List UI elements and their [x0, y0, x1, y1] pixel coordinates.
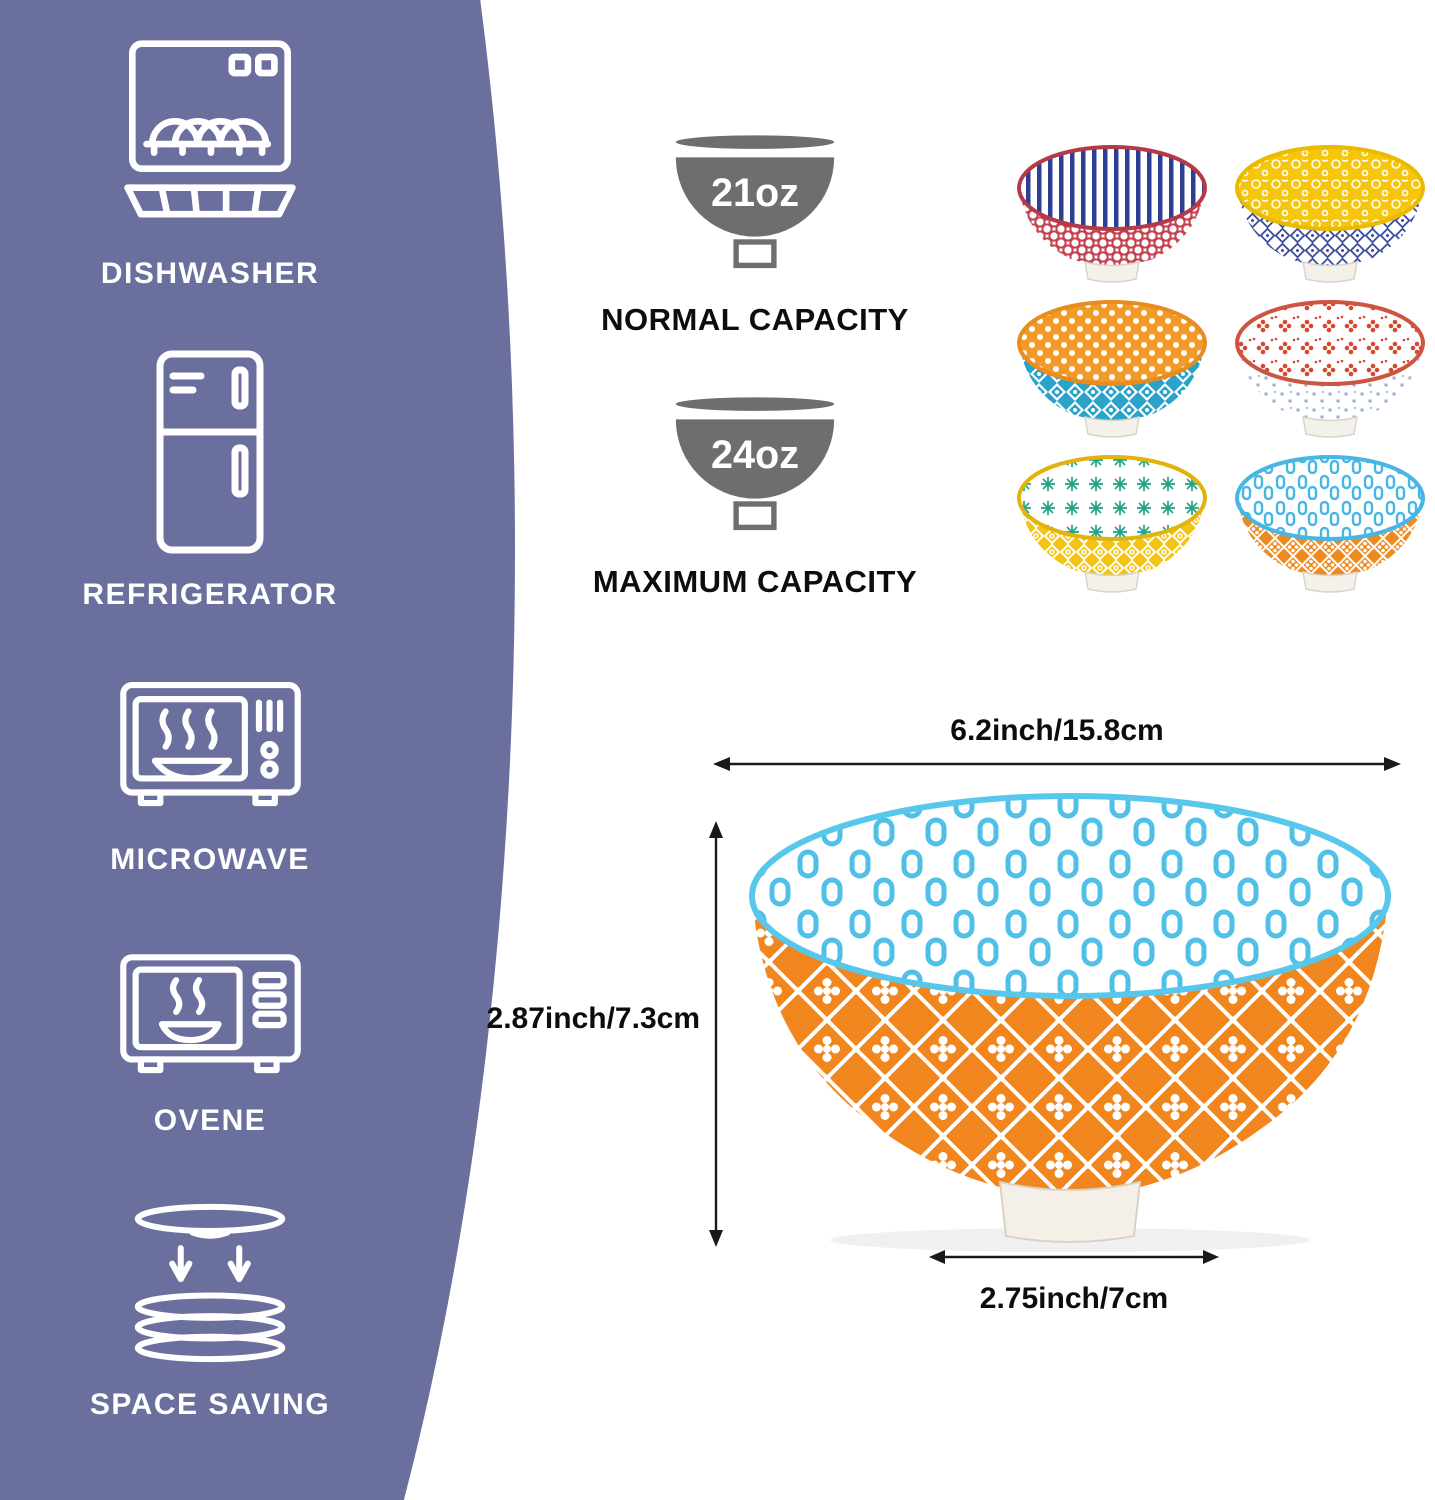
feature-label: DISHWASHER	[100, 256, 320, 290]
width-dimension-label: 6.2inch/15.8cm	[950, 714, 1164, 747]
capacity-bowl-icon: 21oz	[675, 135, 835, 269]
bowl-blue-diamond-yellow-floral	[1235, 145, 1425, 283]
feature-refrigerator: REFRIGERATOR	[55, 348, 365, 612]
left-panel-background	[0, 0, 515, 1500]
capacity-caption: NORMAL CAPACITY	[601, 302, 909, 337]
width-dimension-arrow	[713, 757, 1401, 771]
space-saving-icon	[134, 1203, 286, 1363]
capacity-bowl-icon: 24oz	[675, 397, 835, 531]
height-dimension-arrow	[709, 821, 723, 1247]
bowl-red-floral-blue-speck	[1235, 300, 1425, 438]
bowl-orange-lattice-blue-chain	[1235, 455, 1425, 593]
feature-dishwasher: DISHWASHER	[55, 38, 365, 291]
dishwasher-icon	[124, 40, 296, 218]
feature-label: SPACE SAVING	[89, 1387, 331, 1421]
bowl-yellow-diamond-teal-flower	[1017, 455, 1207, 593]
base-dimension-arrow	[929, 1250, 1219, 1264]
bowl-red-chain-blue-stripes	[1017, 145, 1207, 283]
refrigerator-icon	[156, 350, 264, 554]
capacity-value: 21oz	[711, 171, 799, 215]
feature-oven: OVENE	[55, 952, 365, 1138]
feature-label: REFRIGERATOR	[82, 578, 338, 611]
microwave-icon	[119, 681, 301, 807]
height-dimension-label: 2.87inch/7.3cm	[486, 1002, 700, 1035]
feature-label: MICROWAVE	[110, 843, 310, 877]
capacity-value: 24oz	[711, 433, 799, 477]
big-bowl-image	[749, 793, 1391, 1252]
feature-space-saving: SPACE SAVING	[55, 1200, 365, 1422]
feature-microwave: MICROWAVE	[55, 678, 365, 877]
bowl-teal-tile-orange-dots	[1017, 300, 1207, 438]
capacity-maximum: 24oz MAXIMUM CAPACITY	[593, 396, 917, 600]
feature-label: OVENE	[153, 1104, 267, 1138]
capacity-caption: MAXIMUM CAPACITY	[592, 564, 918, 599]
bowl-gallery	[1012, 138, 1430, 598]
capacity-normal: 21oz NORMAL CAPACITY	[600, 134, 910, 338]
base-dimension-label: 2.75inch/7cm	[979, 1282, 1169, 1315]
oven-icon	[119, 954, 301, 1074]
